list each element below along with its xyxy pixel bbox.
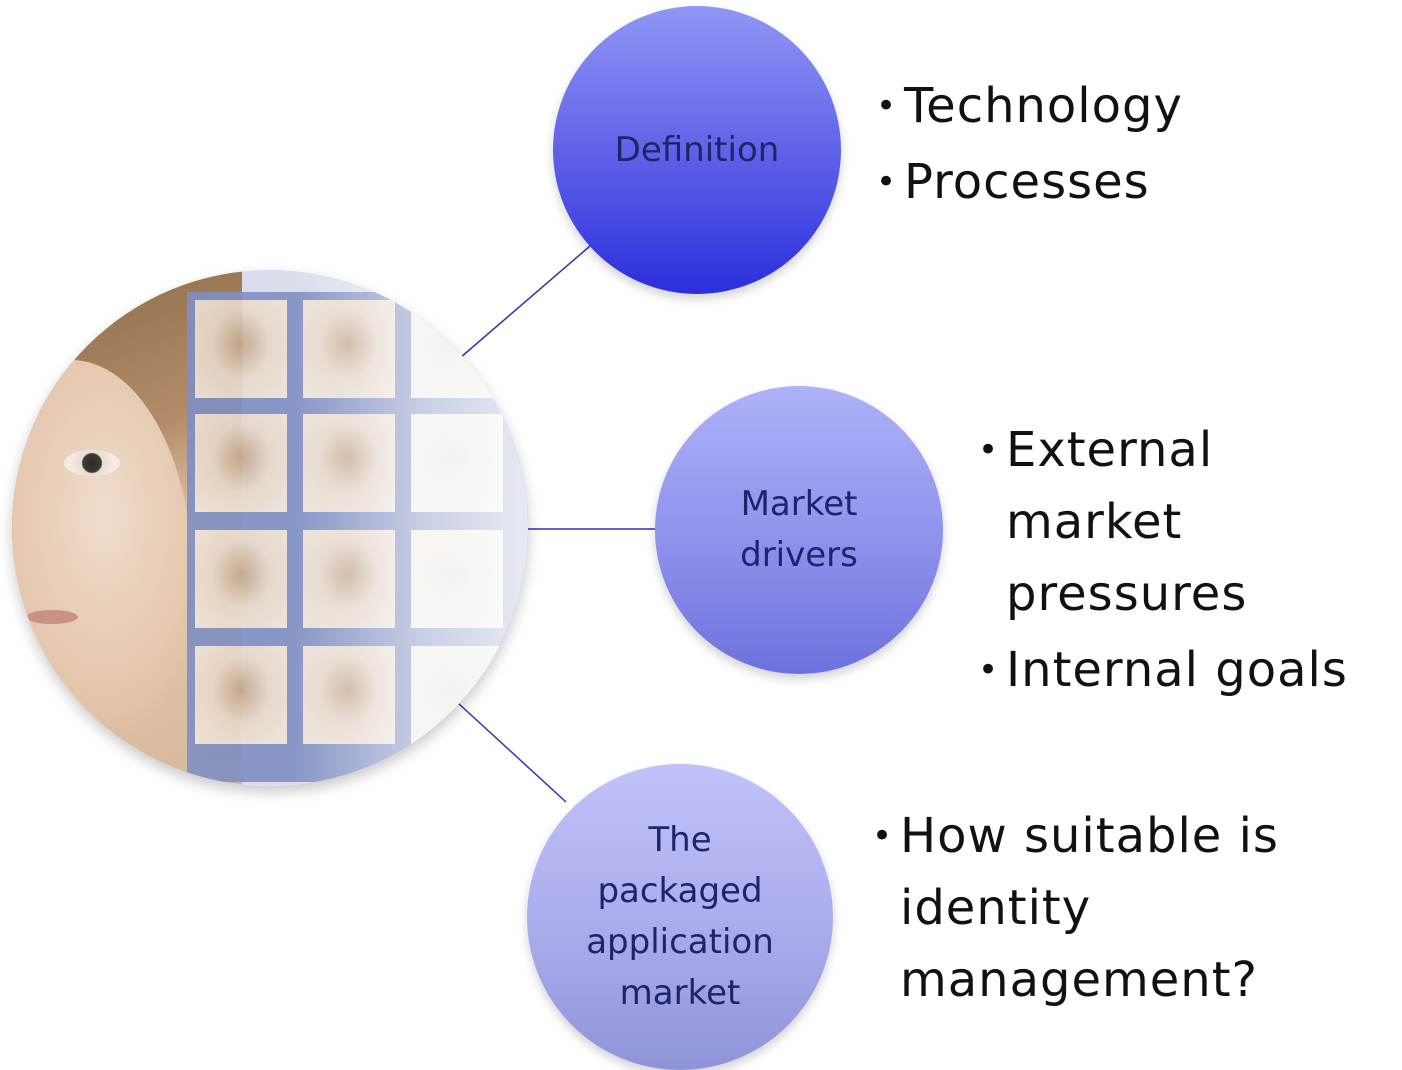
bullet-text: How suitable is identity management?	[900, 808, 1279, 1008]
node-definition: Definition	[553, 6, 841, 294]
market-drivers-bullets: • External market pressures • Internal g…	[978, 414, 1398, 710]
node-market-drivers: Market drivers	[655, 386, 943, 674]
definition-bullets: • Technology • Processes	[876, 70, 1376, 222]
bullet-dot: •	[876, 162, 898, 202]
node-packaged-label: The packaged application market	[586, 820, 774, 1013]
bullet-dot: •	[876, 86, 898, 126]
bullet-item: • Internal goals	[978, 634, 1398, 706]
bullet-dot: •	[978, 430, 1000, 470]
bullet-text: Technology	[904, 78, 1183, 134]
packaged-market-bullets: • How suitable is identity management?	[872, 800, 1352, 1020]
bullet-dot: •	[978, 650, 1000, 690]
bullet-text: Processes	[904, 154, 1150, 210]
photo-sheen	[12, 270, 528, 786]
bullet-item: • External market pressures	[978, 414, 1398, 630]
bullet-text: External market pressures	[1006, 422, 1248, 622]
faces-photo	[12, 270, 528, 786]
bullet-dot: •	[872, 816, 894, 856]
bullet-text: Internal goals	[1006, 642, 1348, 698]
node-packaged-application-market: The packaged application market	[527, 764, 833, 1070]
bullet-item: • Technology	[876, 70, 1376, 142]
bullet-item: • Processes	[876, 146, 1376, 218]
node-market-drivers-label: Market drivers	[740, 484, 858, 575]
bullet-item: • How suitable is identity management?	[872, 800, 1352, 1016]
node-definition-label: Definition	[614, 129, 780, 170]
